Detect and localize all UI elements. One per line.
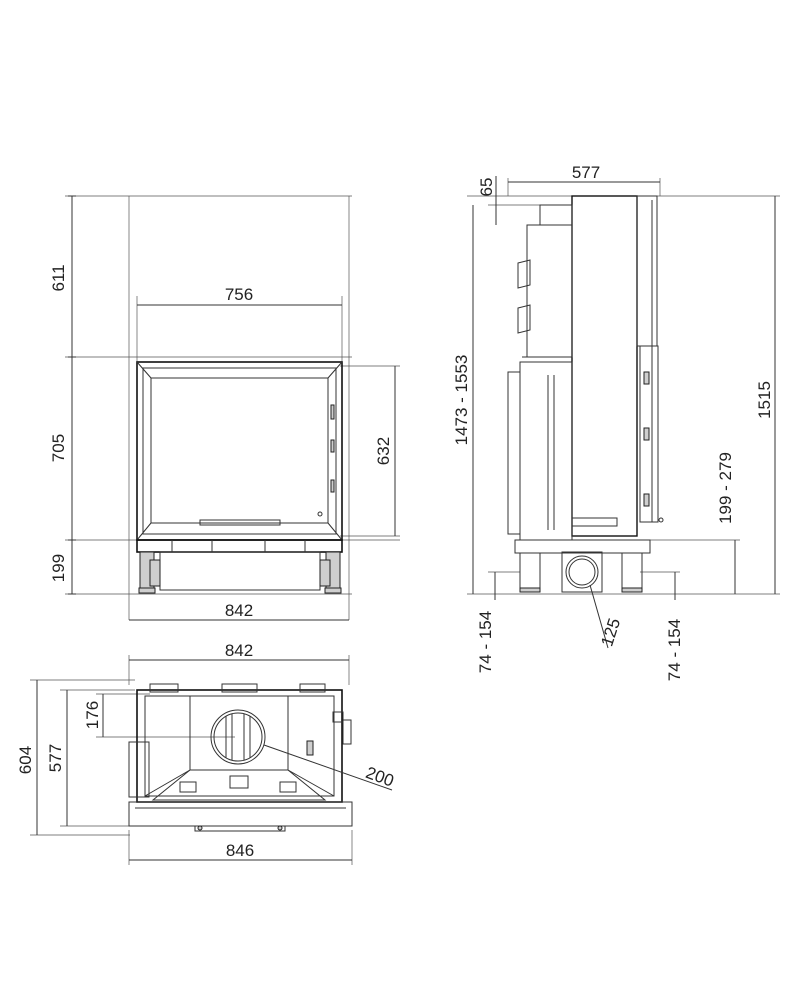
front-body-height-label: 705 [49, 434, 68, 462]
top-flue-diameter-label: 200 [363, 763, 396, 791]
front-view: 611 756 705 632 199 842 [49, 195, 400, 621]
side-overall-height-label: 1515 [755, 381, 774, 419]
side-foot-left-label: 74 - 154 [476, 611, 495, 673]
front-base-height-label: 199 [49, 554, 68, 582]
front-top-height-label: 611 [49, 264, 68, 291]
front-opening-width-label: 756 [225, 285, 253, 304]
side-foot-right-label: 74 - 154 [665, 619, 684, 681]
side-air-inlet-label: 125 [597, 616, 624, 649]
top-width-label: 842 [225, 641, 253, 660]
top-depth-inner-label: 577 [46, 744, 65, 772]
side-adjust-range-label: 199 - 279 [716, 452, 735, 524]
side-view: 577 65 1473 - 1553 1515 199 - 279 74 - 1… [452, 163, 780, 681]
side-depth-label: 577 [572, 163, 600, 182]
top-view: 842 176 604 577 200 846 [16, 641, 396, 865]
top-depth-outer-label: 604 [16, 746, 35, 774]
top-flue-offset-label: 176 [83, 701, 102, 729]
front-overall-width-label: 842 [225, 601, 253, 620]
top-bottom-width-label: 846 [226, 841, 254, 860]
side-top-offset-label: 65 [477, 178, 496, 197]
side-flue-range-label: 1473 - 1553 [452, 355, 471, 446]
front-glass-height-label: 632 [374, 437, 393, 465]
